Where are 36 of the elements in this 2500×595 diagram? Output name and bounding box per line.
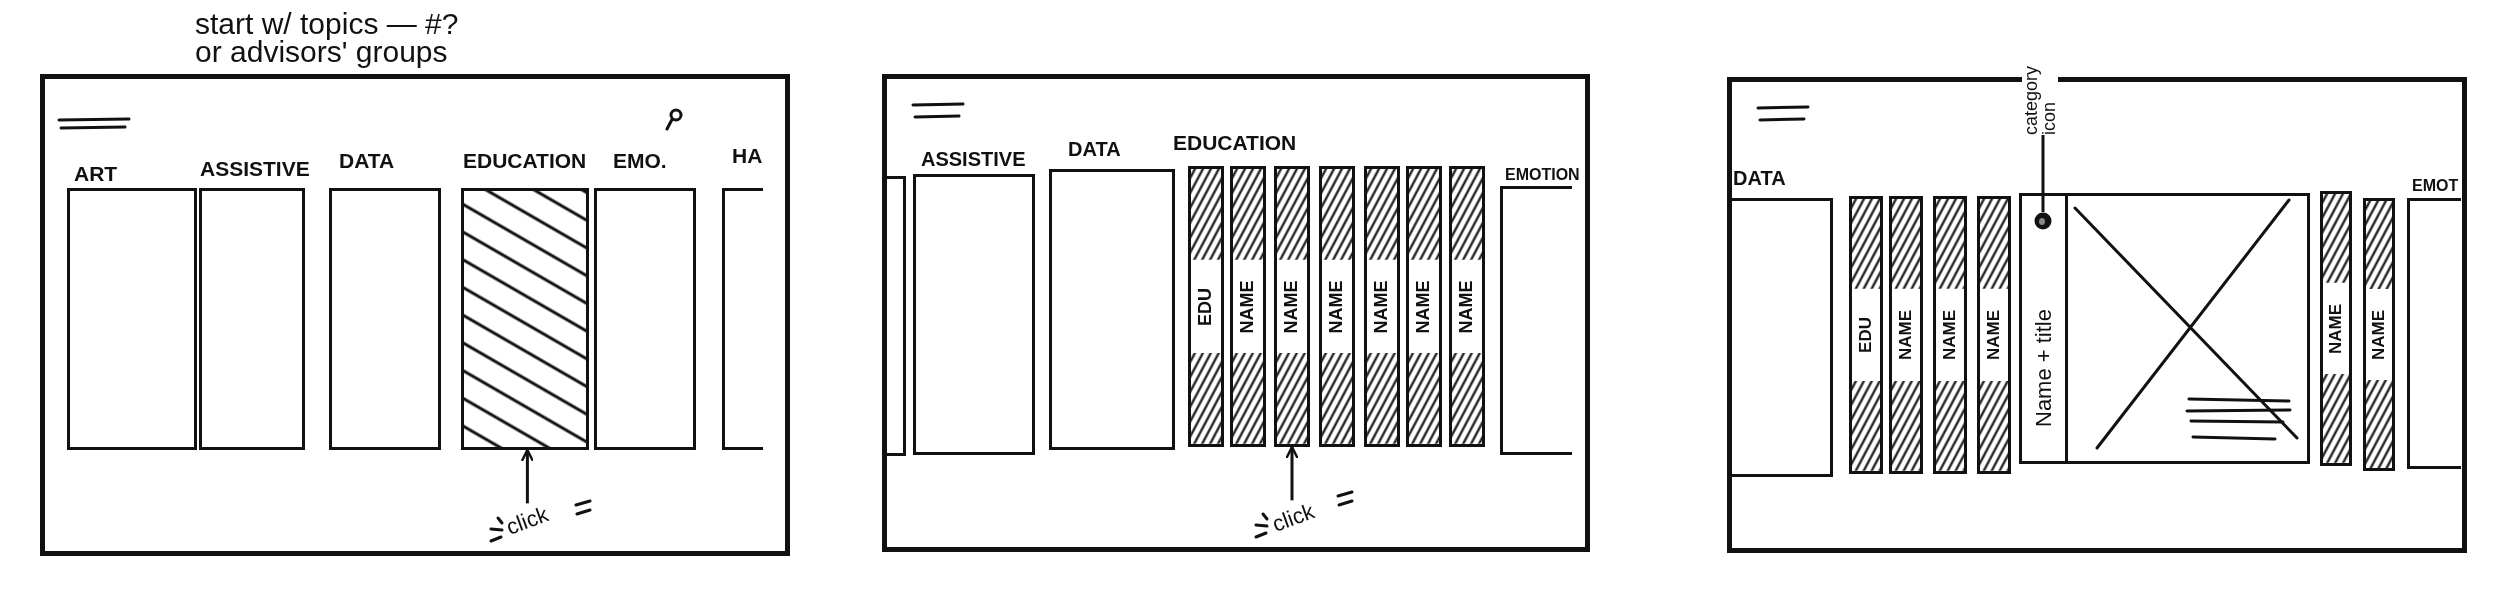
collapsed-strip bbox=[1449, 166, 1485, 447]
collapsed-strip bbox=[2363, 198, 2395, 471]
expanded-card bbox=[2019, 193, 2310, 464]
click-note: click bbox=[503, 503, 552, 539]
column-heading: DATA bbox=[1733, 168, 1786, 188]
column-heading: EMO. bbox=[613, 150, 667, 171]
sketch-note: start w/ topics — #? or advisors' groups bbox=[195, 10, 460, 66]
column-heading: HA bbox=[732, 145, 763, 166]
collapsed-strip bbox=[1889, 196, 1923, 474]
topic-column bbox=[887, 176, 906, 456]
collapsed-strip bbox=[1933, 196, 1967, 474]
column-heading: EMOT bbox=[2412, 178, 2459, 194]
arrow bbox=[521, 448, 534, 504]
wireframe-screen bbox=[40, 74, 790, 556]
collapsed-strip bbox=[1364, 166, 1400, 447]
column-heading: EDUCATION bbox=[463, 150, 587, 171]
group-heading: EDUCATION bbox=[1173, 132, 1297, 153]
dot-icon bbox=[2034, 212, 2052, 230]
column-heading: DATA bbox=[1068, 139, 1121, 159]
collapsed-strip bbox=[1849, 196, 1883, 474]
collapsed-strip bbox=[2320, 191, 2352, 466]
collapsed-strip bbox=[1230, 166, 1266, 447]
wireframe-screen bbox=[882, 74, 1590, 552]
collapsed-strip bbox=[1188, 166, 1224, 447]
column-heading: DATA bbox=[339, 150, 395, 171]
column-heading: ASSISTIVE bbox=[200, 158, 310, 179]
arrow bbox=[1285, 445, 1299, 501]
leader-line bbox=[2041, 135, 2045, 212]
collapsed-strip bbox=[1319, 166, 1355, 447]
collapsed-strip bbox=[1977, 196, 2011, 474]
column-heading: ASSISTIVE bbox=[921, 149, 1026, 169]
click-note: click bbox=[1269, 500, 1318, 536]
column-heading: EMOTION bbox=[1505, 167, 1580, 183]
column-heading: ART bbox=[74, 163, 118, 184]
collapsed-strip bbox=[1274, 166, 1310, 447]
collapsed-strip bbox=[1406, 166, 1442, 447]
